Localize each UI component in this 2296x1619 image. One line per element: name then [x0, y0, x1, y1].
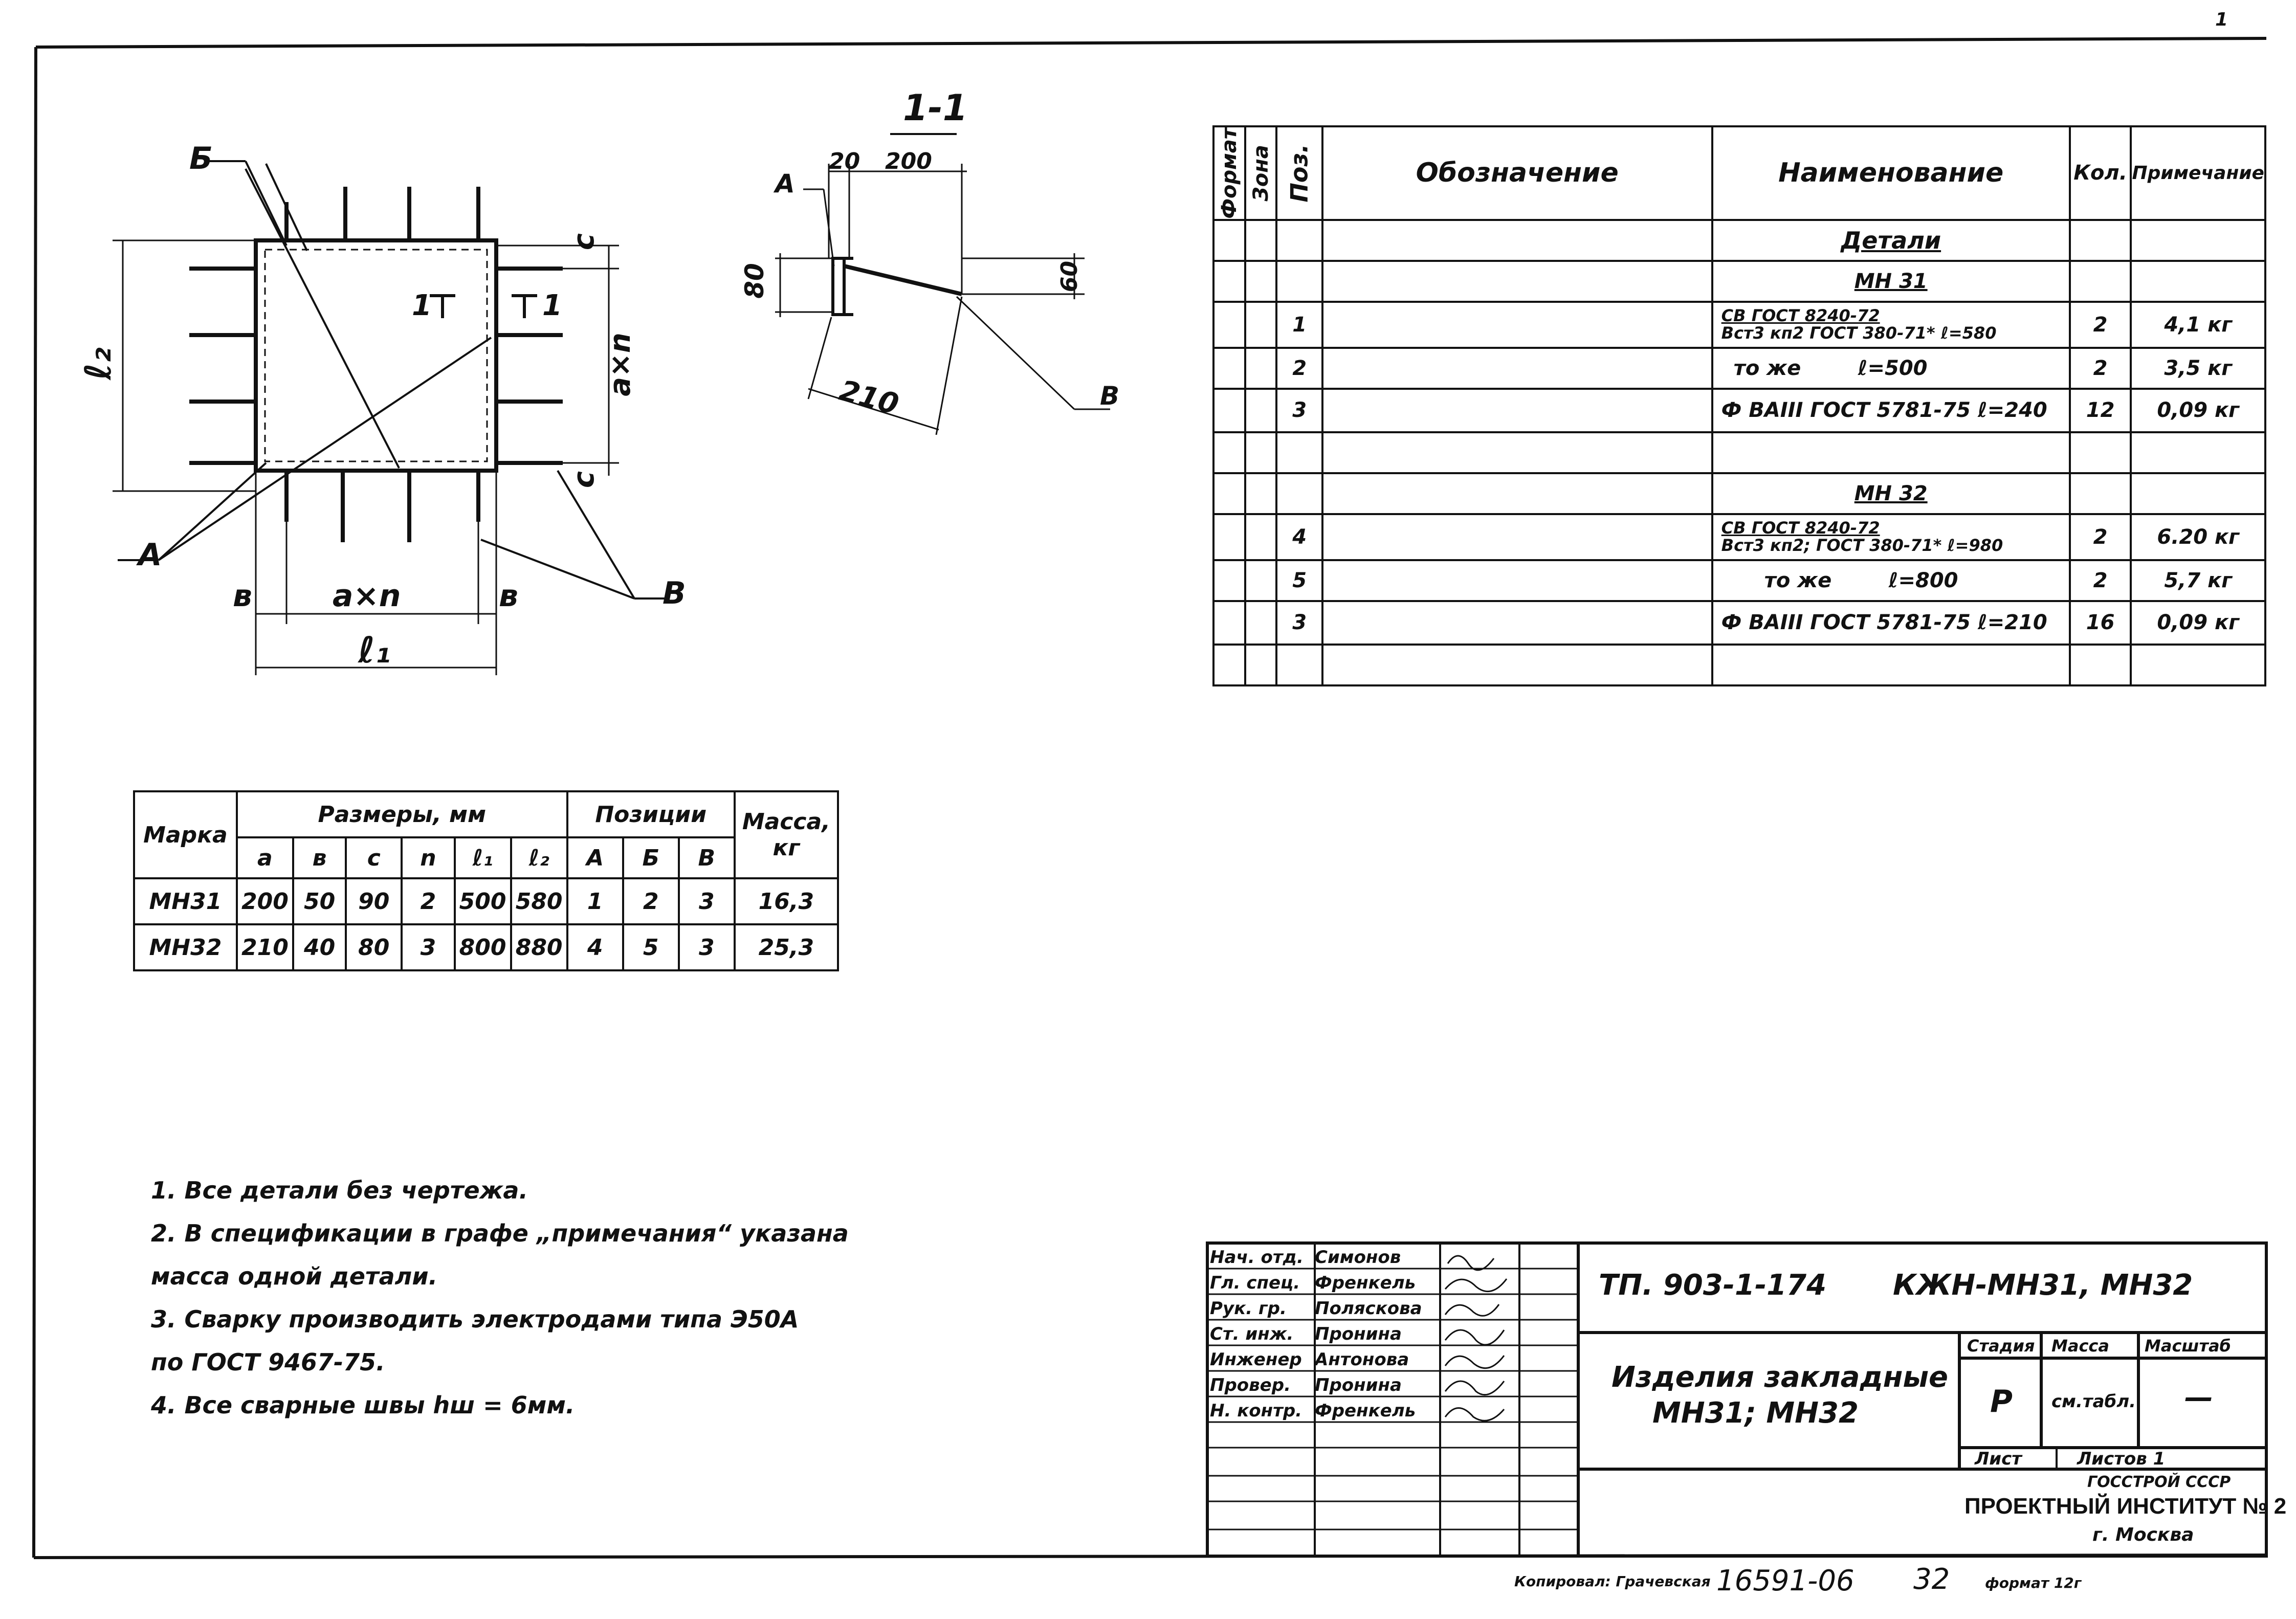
section-dim-20: 20 [829, 148, 860, 174]
dim-axn: a×n [333, 578, 401, 614]
section-dim-200: 200 [885, 148, 932, 174]
h-positions: Позиции [566, 790, 736, 838]
note-3b: по ГОСТ 9467-75. [151, 1348, 385, 1376]
org-3: г. Москва [2092, 1524, 2194, 1545]
plan-label-b: Б [189, 141, 213, 176]
staff-row: Рук. гр.Поляскова [1210, 1298, 1422, 1319]
mass-value: см.табл. [2051, 1391, 2136, 1412]
scale-value: — [2184, 1381, 2213, 1414]
note-1: 1. Все детали без чертежа. [151, 1177, 528, 1204]
corner-mark: 1 [2215, 9, 2228, 30]
group-mn31: МН 31 [1711, 259, 2071, 303]
staff-list: Нач. отд.Симонов Гл. спец.Френкель Рук. … [1210, 1245, 1422, 1424]
col-name: Наименование [1711, 125, 2071, 221]
h-mark: Марка [133, 790, 238, 879]
h-mass: Масса,кг [733, 790, 840, 879]
group-mn32: МН 32 [1711, 472, 2071, 515]
section-label-v: В [1100, 381, 1120, 411]
h-sizes: Размеры, мм [235, 790, 568, 838]
item-title-1: Изделия закладные [1611, 1361, 1948, 1394]
footer-number: 16591-06 [1716, 1564, 1855, 1598]
col-designation: Обозначение [1321, 125, 1713, 221]
note-2: 2. В спецификации в графе „примечания“ у… [151, 1219, 849, 1247]
footer-page: 32 [1913, 1563, 1950, 1596]
staff-row: Провер.Пронина [1210, 1375, 1402, 1395]
doc-mark: КЖН-МН31, МН32 [1893, 1269, 2193, 1302]
h-scale: Масштаб [2145, 1336, 2231, 1356]
note-3: 3. Сварку производить электродами типа Э… [151, 1305, 799, 1333]
dim-b-right: в [499, 578, 518, 614]
section-label-a: А [775, 169, 795, 198]
doc-code: ТП. 903-1-174 [1599, 1269, 1827, 1302]
plan-label-v: В [663, 575, 686, 611]
staff-row: Нач. отд.Симонов [1210, 1247, 1401, 1268]
item-title-2: МН31; МН32 [1652, 1396, 1859, 1430]
note-2b: масса одной детали. [151, 1262, 438, 1290]
h-mass-tb: Масса [2051, 1336, 2109, 1356]
specification-table: Формат Зона Поз. Обозначение Наименовани… [1212, 125, 2266, 686]
staff-row: Ст. инж.Пронина [1210, 1324, 1402, 1344]
col-note: Примечание [2130, 125, 2266, 221]
org-1: ГОССТРОЙ СССР [2087, 1473, 2231, 1491]
dim-l1: ℓ₁ [358, 629, 391, 671]
stage-value: Р [1990, 1384, 2013, 1420]
col-qty: Кол. [2068, 125, 2132, 221]
footer-copied: Копировал: Грачевская [1514, 1573, 1711, 1590]
section-mark-right: 1 [542, 289, 562, 322]
note-4: 4. Все сварные швы hш = 6мм. [151, 1391, 575, 1419]
staff-row: Гл. спец.Френкель [1210, 1273, 1416, 1293]
plan-label-a: А [138, 537, 162, 573]
sheet-label: Лист [1975, 1449, 2022, 1469]
dim-b-left: в [233, 578, 252, 614]
section-mark-left: 1 [412, 289, 432, 322]
staff-row: Н. контр.Френкель [1210, 1401, 1416, 1421]
section-title: 1-1 [903, 87, 968, 129]
sheets-label: Листов 1 [2077, 1449, 2166, 1469]
org-2: ПРОЕКТНЫЙ ИНСТИТУТ № 2 [1964, 1494, 2287, 1519]
section-details: Детали [1711, 218, 2071, 262]
h-stage: Стадия [1967, 1336, 2035, 1356]
footer-format: формат 12г [1985, 1574, 2082, 1591]
general-notes: 1. Все детали без чертежа. 2. В специфик… [151, 1169, 849, 1427]
